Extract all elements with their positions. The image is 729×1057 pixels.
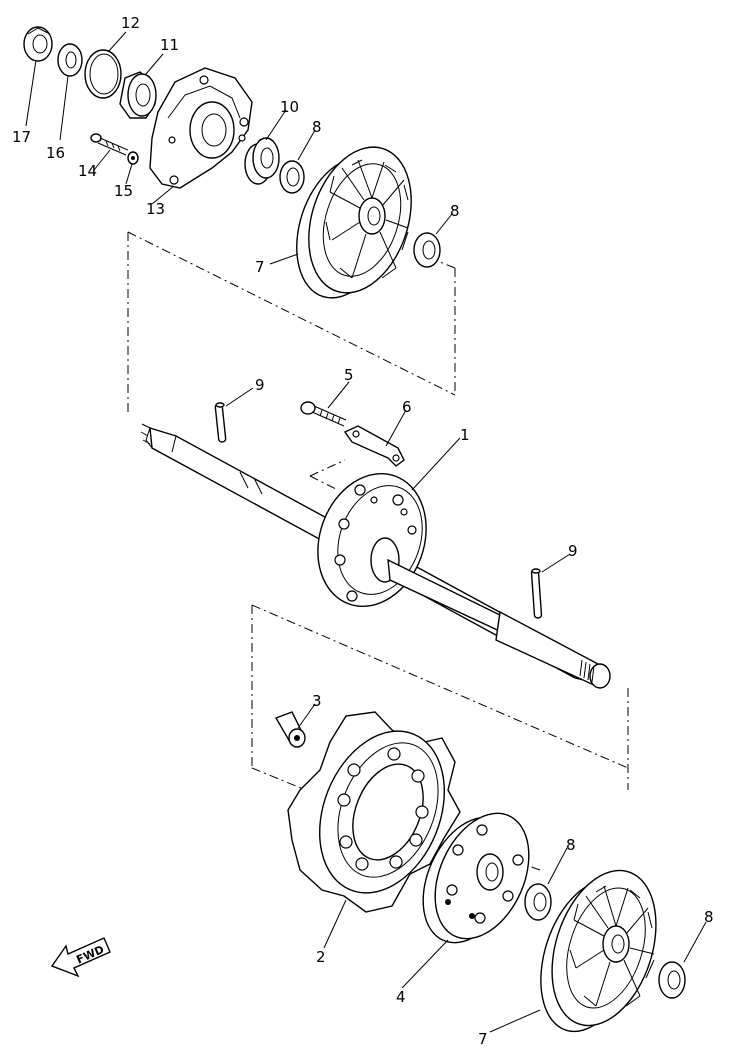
part-14-bolt (90, 133, 129, 156)
part-7-idler-wheel-upper (296, 146, 412, 299)
label-15: 15 (114, 182, 133, 200)
label-2: 2 (316, 948, 326, 966)
part-8-spacer-upper-right (413, 232, 441, 268)
label-13: 13 (146, 200, 165, 218)
label-1: 1 (460, 426, 470, 444)
label-8-c: 8 (566, 836, 576, 854)
part-10-seal (244, 137, 280, 185)
label-17: 17 (12, 128, 31, 146)
part-13-housing (149, 67, 253, 189)
part-15-washer (127, 151, 139, 165)
part-labels: 17 16 12 11 14 15 13 10 8 7 8 9 5 6 1 9 … (12, 14, 714, 1048)
part-17-nut (23, 26, 53, 62)
label-4: 4 (396, 988, 406, 1006)
label-6: 6 (402, 398, 412, 416)
fwd-direction-arrow: FWD (50, 937, 111, 978)
assembly-line-upper (127, 231, 456, 415)
part-2-drive-sprocket (287, 711, 461, 913)
label-10: 10 (280, 98, 299, 116)
label-7-a: 7 (255, 258, 265, 276)
part-3-collar (274, 711, 306, 748)
part-11-bearing (119, 71, 157, 119)
label-16: 16 (46, 144, 65, 162)
label-14: 14 (78, 162, 97, 180)
part-4-hub-plate (422, 812, 530, 944)
assembly-line-bracket (309, 459, 346, 491)
label-3: 3 (312, 692, 322, 710)
part-12-circlip (84, 49, 122, 99)
part-9-pin-right (530, 568, 543, 619)
part-1-drive-shaft (140, 423, 611, 689)
label-9-b: 9 (568, 542, 578, 560)
part-7-idler-wheel-lower (540, 869, 657, 1033)
label-7-b: 7 (478, 1030, 488, 1048)
part-8-spacer-upper (279, 160, 305, 194)
label-8-a: 8 (312, 118, 322, 136)
part-9-pin-left (214, 402, 227, 443)
leader-lines (25, 31, 707, 1033)
part-16-washer (57, 43, 83, 77)
label-5: 5 (344, 366, 354, 384)
part-8-spacer-lower (524, 883, 552, 921)
part-6-bracket (343, 425, 405, 467)
label-12: 12 (121, 14, 140, 32)
label-11: 11 (160, 36, 179, 54)
label-9-a: 9 (255, 376, 265, 394)
part-5-bolt (300, 401, 347, 427)
label-8-d: 8 (704, 908, 714, 926)
label-8-b: 8 (450, 202, 460, 220)
assembly-line-lower (251, 604, 629, 871)
part-8-spacer-lower-right (658, 961, 686, 999)
